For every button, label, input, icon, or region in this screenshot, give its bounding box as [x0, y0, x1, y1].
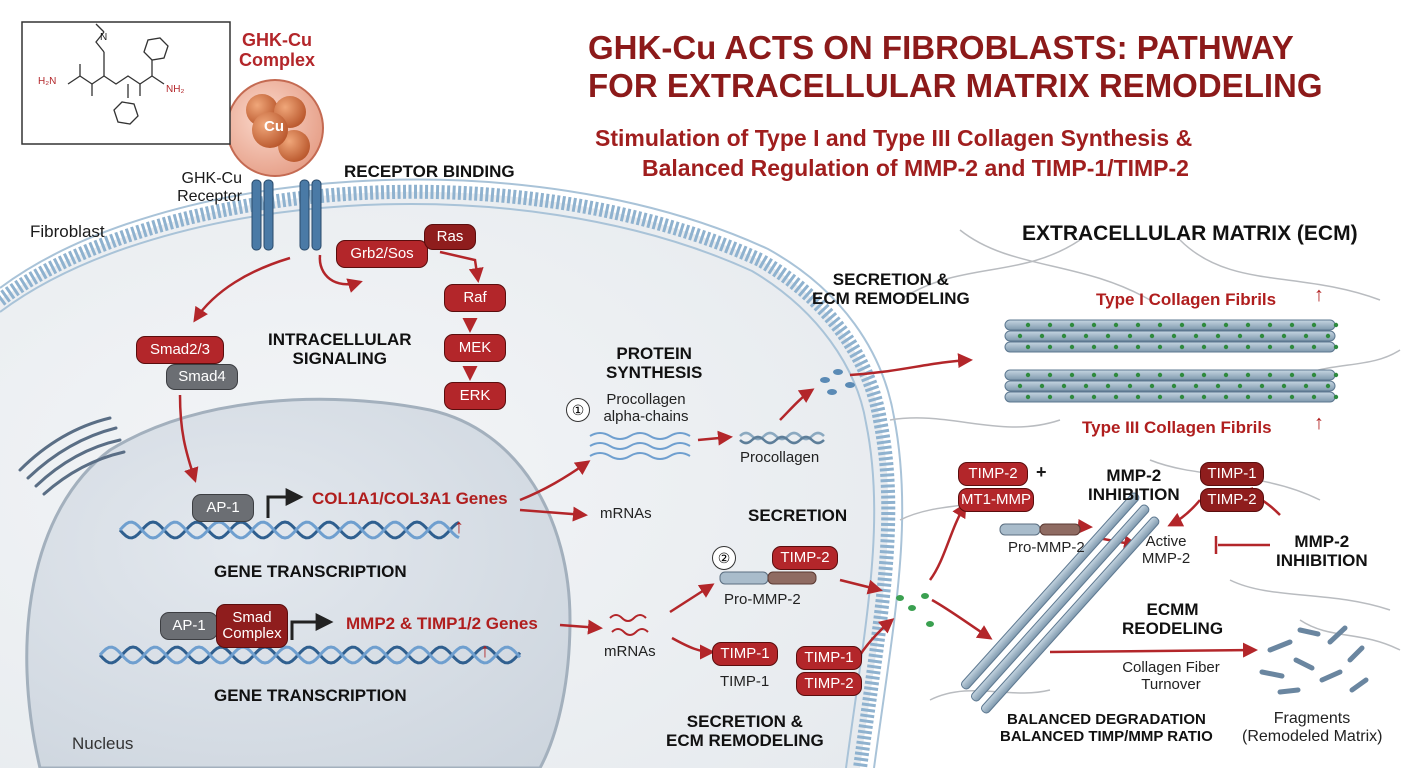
mek-pill: MEK	[444, 334, 506, 362]
mmp-up-arrow: ↑	[480, 640, 490, 662]
nucleus	[25, 397, 572, 768]
gene-transcription-col-label: GENE TRANSCRIPTION	[214, 562, 407, 581]
type1-up-arrow: ↑	[1314, 284, 1324, 306]
subtitle-line2: Balanced Regulation of MMP-2 and TIMP-1/…	[642, 155, 1189, 181]
timp1-pill-mid: TIMP-1	[712, 642, 778, 666]
type3-up-arrow: ↑	[1314, 412, 1324, 434]
fragments-label: Fragments(Remodeled Matrix)	[1242, 710, 1383, 745]
ap1-pill-col: AP-1	[192, 494, 254, 522]
ecm-heading: EXTRACELLULAR MATRIX (ECM)	[1022, 222, 1358, 245]
mrnas-label-top: mRNAs	[600, 505, 652, 522]
timp1-pill-ecm: TIMP-1	[1200, 462, 1264, 486]
receptor-binding-label: RECEPTOR BINDING	[344, 162, 515, 181]
type1-fibrils	[1004, 319, 1336, 353]
mrna-strands	[589, 432, 691, 460]
secretion-vesicles	[820, 369, 934, 627]
step1-marker: ①	[566, 398, 590, 422]
dna-helix-mmp	[98, 645, 522, 665]
ras-pill: Ras	[424, 224, 476, 250]
timp2-pill-ecm2: TIMP-2	[1200, 488, 1264, 512]
cu-label: Cu	[264, 118, 284, 135]
smad-complex-pill: Smad Complex	[216, 604, 288, 648]
col-genes-label: COL1A1/COL3A1 Genes	[312, 489, 508, 508]
procollagen-label: Procollagen	[740, 449, 820, 466]
type3-fibrils	[1004, 369, 1336, 403]
inhibition-line	[1214, 536, 1270, 554]
secretion-ecm-top-label: SECRETION &ECM REMODELING	[812, 270, 970, 309]
golgi-apparatus	[18, 416, 126, 496]
gene-transcription-mmp-label: GENE TRANSCRIPTION	[214, 686, 407, 705]
transcription-arrows	[266, 488, 334, 640]
plus-sign: +	[1036, 462, 1047, 482]
secretion-label: SECRETION	[748, 506, 848, 525]
title-line2: FOR EXTRACELLULAR MATRIX REMODELING	[588, 67, 1323, 104]
fibroblast-label: Fibroblast	[30, 222, 105, 241]
timp2-pill-ecm: TIMP-2	[958, 462, 1028, 486]
dna-helix-col	[118, 520, 460, 540]
type1-label: Type I Collagen Fibrils	[1096, 290, 1277, 309]
nucleus-label: Nucleus	[72, 734, 134, 753]
mrnas-label-bottom: mRNAs	[604, 643, 656, 660]
procollagen-helix	[739, 431, 825, 445]
type3-label: Type III Collagen Fibrils	[1082, 418, 1272, 437]
collagen-fragments	[1259, 625, 1369, 695]
nh2-right-label: NH₂	[166, 84, 185, 95]
grb2-sos-pill: Grb2/Sos	[336, 240, 428, 268]
smad23-pill: Smad2/3	[136, 336, 224, 364]
ghk-cu-receptor	[251, 179, 322, 251]
pro-mmp2-ecm-label: Pro-MMP-2	[1008, 539, 1085, 556]
subtitle-line1: Stimulation of Type I and Type III Colla…	[595, 125, 1193, 151]
pro-mmp2-low-label: Pro-MMP-2	[724, 591, 801, 608]
ap1-pill-mmp: AP-1	[160, 612, 218, 640]
col-up-arrow: ↑	[454, 516, 464, 538]
raf-pill: Raf	[444, 284, 506, 312]
smad4-pill: Smad4	[166, 364, 238, 390]
mrna-strands-2	[609, 614, 649, 636]
secretion-ecm-bottom-label: SECRETION &ECM REMODELING	[666, 712, 824, 751]
mt1-mmp-pill: MT1-MMP	[958, 488, 1034, 512]
timp2-pill-secreted: TIMP-2	[796, 672, 862, 696]
title-line1: GHK-Cu ACTS ON FIBROBLASTS: PATHWAY	[588, 29, 1294, 66]
pro-mmp2-molecule	[719, 523, 1081, 585]
timp1-pill-secreted: TIMP-1	[796, 646, 862, 670]
timp2-pill-mid: TIMP-2	[772, 546, 838, 570]
nh2-left-label: H₂N	[38, 76, 57, 87]
ghk-cu-complex-icon	[226, 79, 324, 177]
mmp-genes-label: MMP2 & TIMP1/2 Genes	[346, 614, 538, 633]
fibril-crosslinks	[1017, 322, 1339, 400]
remodeling-fibers	[961, 492, 1160, 714]
n-methyl-label: N	[100, 32, 108, 43]
step2-marker: ②	[712, 546, 736, 570]
erk-pill: ERK	[444, 382, 506, 410]
timp1-text-label: TIMP-1	[720, 673, 770, 690]
ghk-structure	[21, 21, 231, 145]
cell-membrane	[0, 184, 896, 768]
